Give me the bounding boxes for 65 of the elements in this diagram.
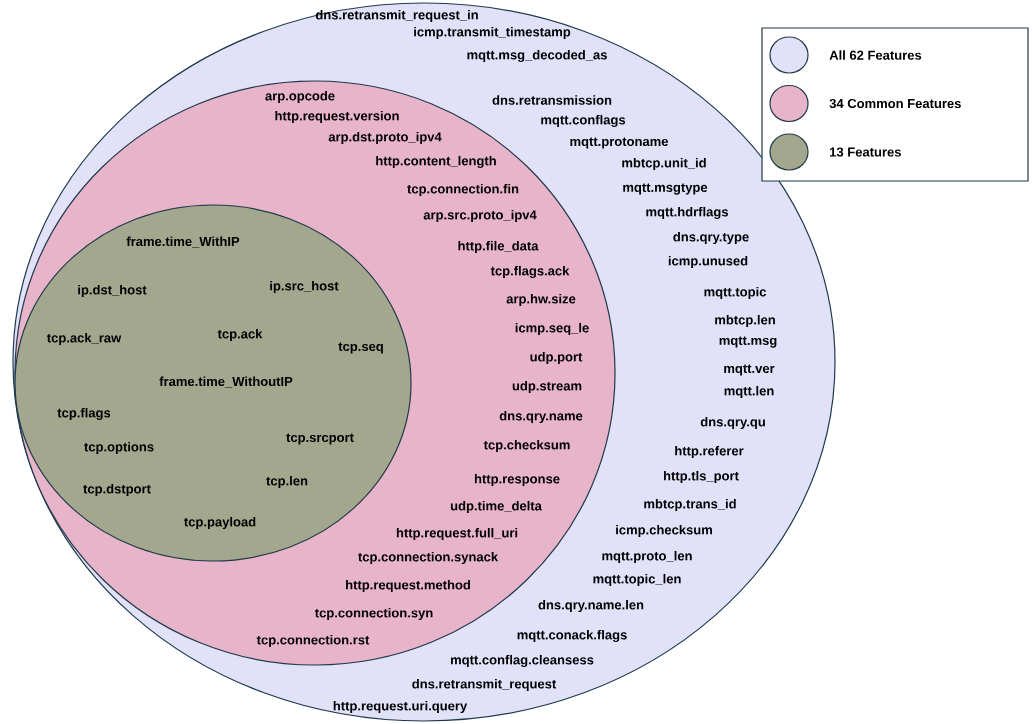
feature-label: mqtt.protoname xyxy=(570,137,669,149)
feature-label: udp.stream xyxy=(512,380,582,394)
feature-label: tcp.checksum xyxy=(483,439,570,453)
feature-label: arp.dst.proto_ipv4 xyxy=(328,131,442,145)
feature-label: http.content_length xyxy=(376,155,496,169)
feature-label: tcp.srcport xyxy=(286,433,354,445)
feature-label: mqtt.ver xyxy=(724,364,775,376)
feature-label: ip.dst_host xyxy=(78,284,147,298)
feature-label: http.referer xyxy=(675,445,744,459)
feature-label: tcp.seq xyxy=(338,342,383,354)
feature-label: tcp.flags.ack xyxy=(490,265,570,279)
feature-label: mqtt.msg_decoded_as xyxy=(467,49,607,63)
feature-label: tcp.connection.syn xyxy=(314,607,433,621)
feature-label: tcp.ack_raw xyxy=(46,332,122,346)
feature-label: arp.opcode xyxy=(265,90,335,104)
feature-label: icmp.checksum xyxy=(616,524,712,538)
feature-label: tcp.connection.rst xyxy=(256,634,370,648)
feature-label: tcp.connection.fin xyxy=(407,183,519,197)
feature-label: http.request.method xyxy=(346,579,470,593)
feature-label: dns.retransmission xyxy=(492,95,612,105)
feature-label: dns.retransmit_request xyxy=(412,678,557,692)
feature-label: icmp.unused xyxy=(668,255,748,269)
feature-label: tcp.payload xyxy=(184,516,256,530)
legend-label: 34 Common Features xyxy=(829,98,961,109)
feature-label: udp.time_delta xyxy=(450,500,542,514)
feature-label: http.response xyxy=(474,473,560,487)
feature-label: http.request.full_uri xyxy=(396,527,518,541)
feature-label: tcp.dstport xyxy=(83,483,151,497)
feature-label: mqtt.msg xyxy=(719,336,777,348)
feature-label: tcp.options xyxy=(84,441,154,455)
feature-label: mqtt.hdrflags xyxy=(646,206,728,220)
feature-label: mbtcp.len xyxy=(715,314,775,328)
feature-label: mqtt.conflags xyxy=(541,114,626,128)
feature-label: mqtt.conflag.cleansess xyxy=(451,654,594,668)
feature-label: http.tls_port xyxy=(664,470,739,484)
feature-label: dns.qry.type xyxy=(673,231,749,245)
feature-label: dns.qry.qu xyxy=(700,416,765,430)
feature-label: ip.src_host xyxy=(270,280,339,294)
feature-label: icmp.seq_le xyxy=(515,322,589,336)
feature-label: tcp.connection.synack xyxy=(358,551,499,565)
feature-label: tcp.len xyxy=(266,475,308,489)
feature-label: mbtcp.trans_id xyxy=(644,498,736,512)
feature-label: http.request.uri.query xyxy=(333,700,468,714)
feature-label: tcp.flags xyxy=(57,407,111,421)
feature-label: http.file_data xyxy=(458,240,539,254)
feature-label: mqtt.topic_len xyxy=(593,573,681,587)
feature-label: http.request.version xyxy=(275,110,399,124)
feature-label: udp.port xyxy=(530,351,583,365)
feature-label: mqtt.len xyxy=(724,385,774,399)
feature-label: mqtt.proto_len xyxy=(602,550,692,564)
feature-label: dns.retransmit_request_in xyxy=(315,9,478,23)
feature-label: mqtt.msgtype xyxy=(623,183,708,195)
feature-label: tcp.ack xyxy=(217,328,263,342)
feature-label: dns.qry.name.len xyxy=(538,599,644,613)
feature-label: frame.time_WithoutIP xyxy=(159,376,293,388)
feature-label: mqtt.topic xyxy=(704,286,767,300)
feature-label: dns.qry.name xyxy=(499,410,583,424)
feature-label: frame.time_WithIP xyxy=(126,236,240,248)
legend-label: 13 Features xyxy=(830,147,901,157)
feature-label: mbtcp.unit_id xyxy=(622,157,706,171)
feature-label: arp.hw.size xyxy=(506,293,576,307)
legend-label: All 62 Features xyxy=(829,50,922,60)
feature-label: arp.src.proto_ipv4 xyxy=(423,209,537,223)
feature-label: mqtt.conack.flags xyxy=(517,629,627,643)
feature-label: icmp.transmit_timestamp xyxy=(414,26,571,40)
